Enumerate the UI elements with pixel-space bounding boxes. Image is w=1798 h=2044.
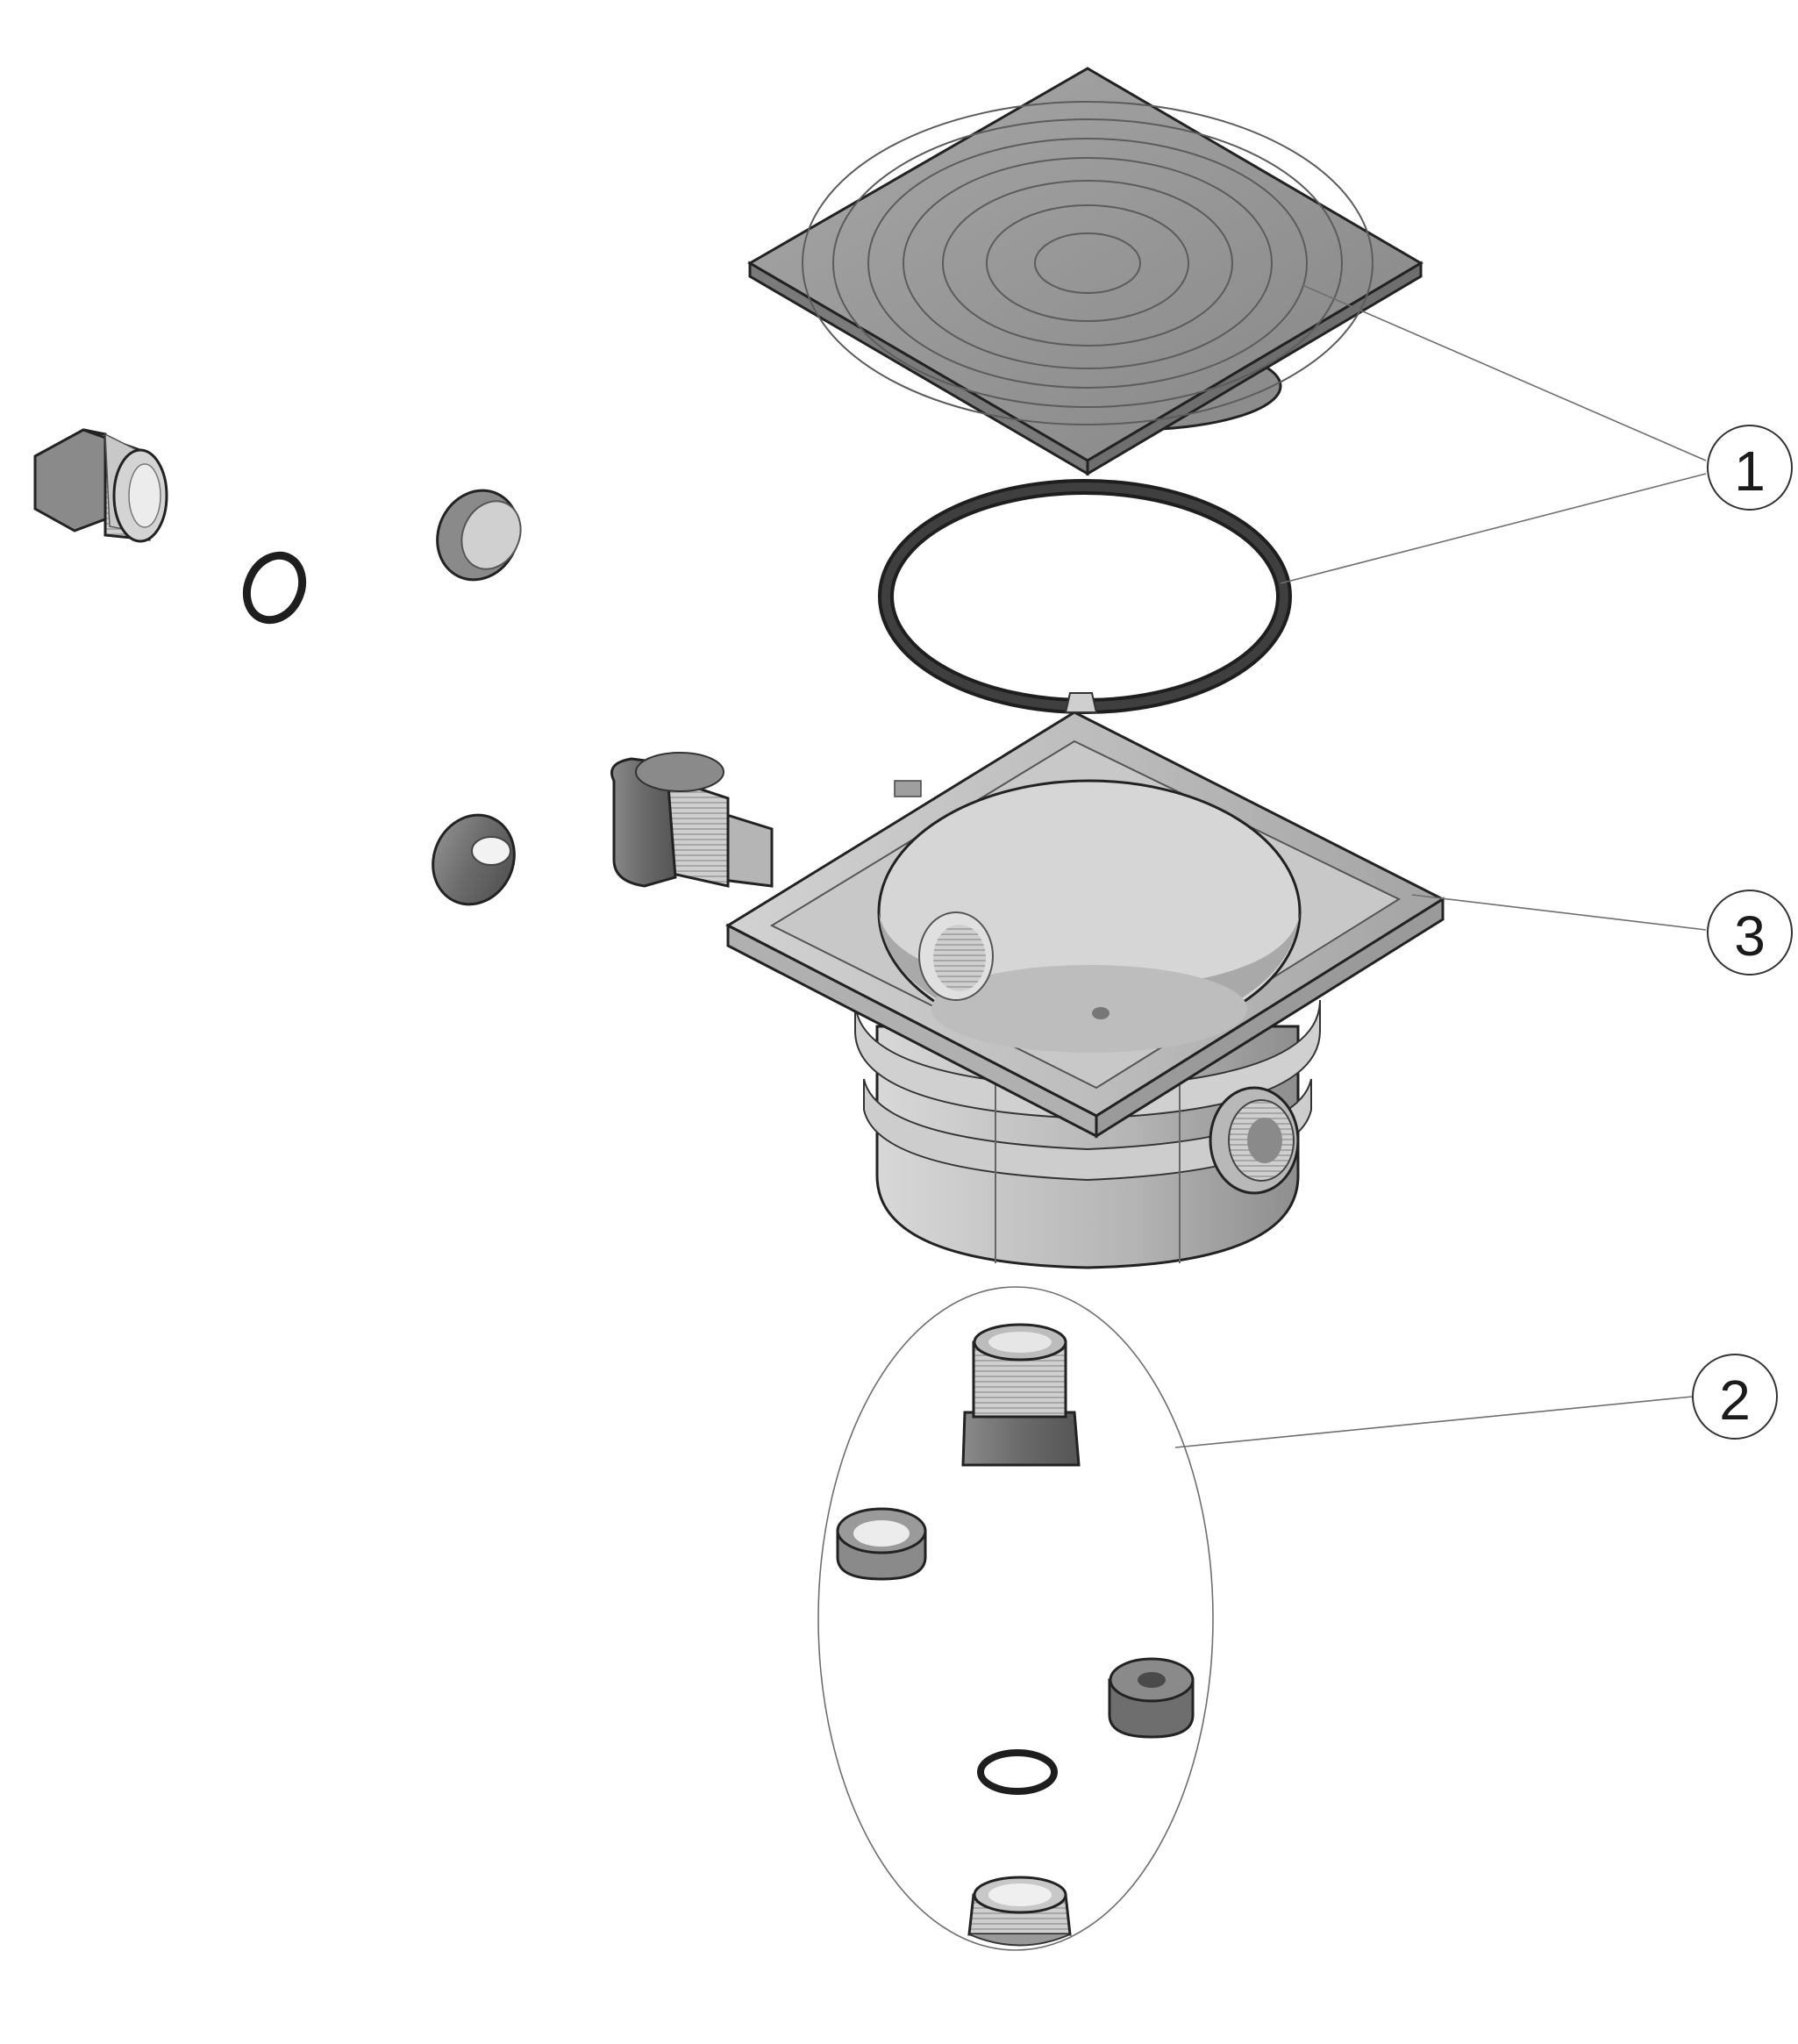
small-o-ring <box>242 551 307 625</box>
side-port-right <box>1209 1086 1300 1195</box>
side-port-inner <box>918 911 994 1001</box>
leader-2-kit <box>1174 1396 1694 1448</box>
accessory-kit-boundary <box>817 1286 1214 1951</box>
leader-1-grate <box>1302 284 1707 461</box>
kit-spacer-ring <box>1108 1657 1195 1739</box>
leader-lines <box>1174 284 1707 1448</box>
callout-3: 3 <box>1707 890 1793 976</box>
leader-3-body <box>1411 894 1707 931</box>
side-outlet-fitting <box>610 752 774 888</box>
drain-grate <box>747 67 1423 476</box>
kit-reducer-ring <box>836 1507 927 1581</box>
callout-1-label: 1 <box>1734 440 1766 503</box>
accessory-kit-group <box>817 1286 1214 1951</box>
reducer-ring <box>436 489 522 582</box>
kit-threaded-adapter <box>961 1323 1081 1467</box>
callout-1: 1 <box>1707 425 1793 511</box>
callout-2: 2 <box>1692 1354 1778 1440</box>
threaded-adapter <box>33 428 168 543</box>
large-o-ring-seal <box>878 479 1292 714</box>
spacer-ring <box>432 813 516 906</box>
kit-threaded-nipple <box>967 1876 1072 1947</box>
leader-1-seal <box>1280 473 1707 584</box>
callout-2-label: 2 <box>1719 1369 1751 1432</box>
drain-body <box>724 692 1446 1269</box>
callout-3-label: 3 <box>1734 904 1766 968</box>
kit-small-o-ring <box>977 1749 1058 1795</box>
grate-concentric-grooves <box>802 101 1373 425</box>
